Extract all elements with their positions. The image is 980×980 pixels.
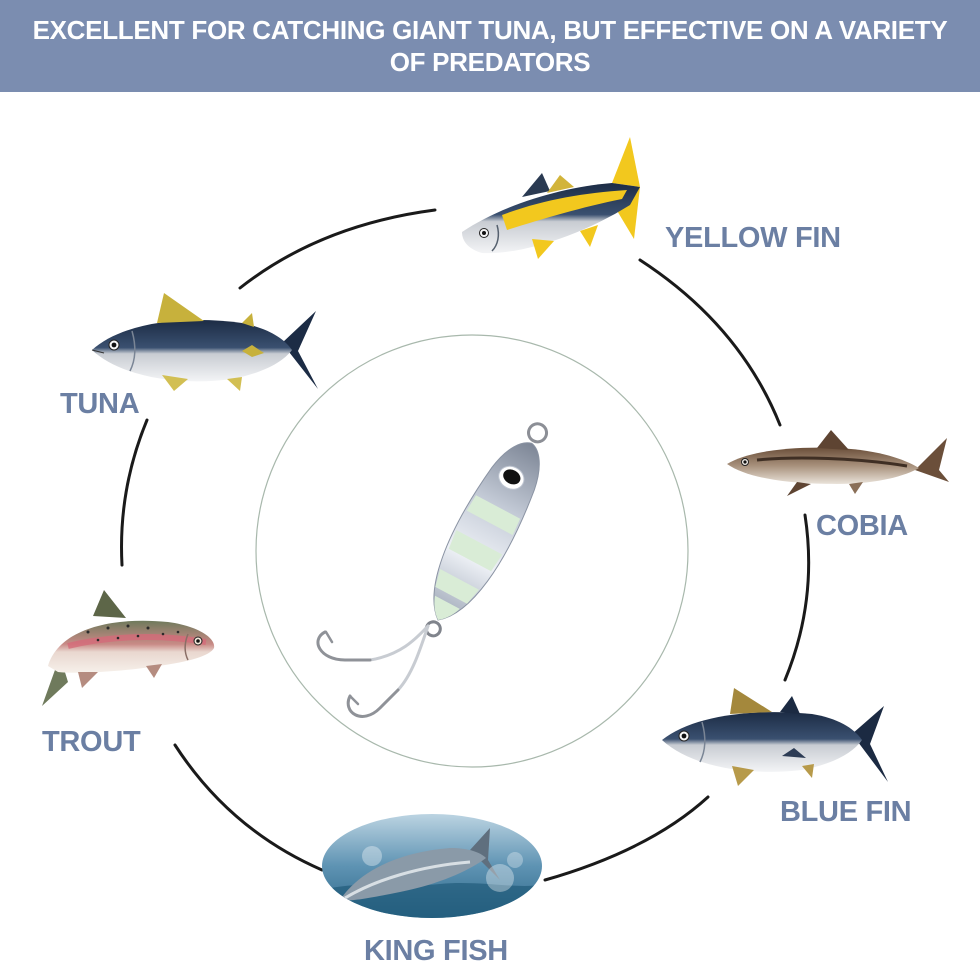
ring-arc-cobia-bluefin (783, 513, 811, 682)
ring-arc-tuna-yellowfin (238, 208, 437, 290)
label-yellow-fin: YELLOW FIN (665, 222, 841, 254)
bluefin-tuna-icon (662, 688, 888, 786)
page-title: EXCELLENT FOR CATCHING GIANT TUNA, BUT E… (32, 15, 948, 77)
label-blue-fin: BLUE FIN (780, 796, 912, 828)
cobia-icon (727, 430, 949, 496)
yellowfin-tuna-icon (462, 137, 640, 259)
jig-lure-icon (424, 422, 549, 638)
ring-arc-bluefin-kingfish (543, 795, 710, 882)
label-tuna: TUNA (60, 388, 140, 420)
cycle-ring (120, 208, 811, 882)
trout-icon (42, 590, 215, 706)
label-king-fish: KING FISH (364, 935, 508, 967)
label-cobia: COBIA (816, 510, 908, 542)
tuna-icon (91, 293, 318, 391)
ring-arc-trout-tuna (120, 418, 149, 567)
assist-hooks (316, 624, 430, 718)
kingfish-photo (322, 814, 542, 918)
ring-arc-yellowfin-cobia (638, 258, 782, 427)
label-trout: TROUT (42, 726, 141, 758)
header-banner: EXCELLENT FOR CATCHING GIANT TUNA, BUT E… (0, 0, 980, 92)
ring-arc-kingfish-trout (173, 743, 324, 872)
